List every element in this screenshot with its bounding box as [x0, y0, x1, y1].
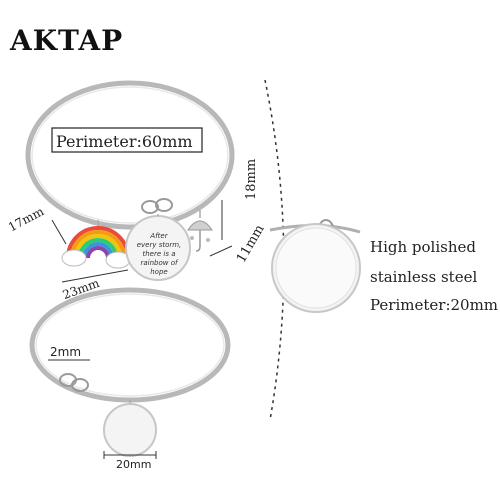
charm-text-line: rainbow of — [140, 259, 178, 267]
charm-text-line: hope — [150, 268, 168, 276]
feature-line-3: Perimeter:20mm — [370, 296, 499, 314]
disc-diameter-label: 20mm — [116, 458, 152, 471]
top-bangle — [25, 80, 235, 230]
brand-logo: AKTAP — [10, 24, 124, 57]
perimeter-box — [51, 127, 203, 153]
perimeter-label: Perimeter:60mm — [56, 132, 193, 151]
rainbow-charm — [61, 220, 131, 269]
zoom-arc — [264, 79, 285, 421]
feature-line-1: High polished — [370, 238, 476, 256]
charm-text-line: there is a — [142, 250, 176, 258]
zoom-charm — [269, 219, 361, 313]
umbrella-height-label: 18mm — [244, 158, 259, 200]
top-bangle-clasp — [141, 198, 173, 214]
wire-thickness-label: 2mm — [50, 345, 82, 359]
umbrella-width-line — [209, 245, 233, 257]
rainbow-height-line — [51, 219, 67, 245]
charm-text-line: After — [150, 232, 168, 240]
rainbow-width-line — [61, 269, 129, 283]
feature-line-2: stainless steel — [370, 268, 478, 286]
umbrella-charm — [187, 210, 213, 252]
bottom-bangle-highlight — [35, 293, 225, 397]
charm-engraving: After every storm, there is a rainbow of… — [128, 232, 190, 277]
bottom-disc-charm — [103, 403, 157, 457]
bottom-bangle-clasp — [59, 373, 89, 392]
charm-text-line: every storm, — [136, 241, 182, 249]
top-bangle-highlight — [31, 86, 229, 224]
